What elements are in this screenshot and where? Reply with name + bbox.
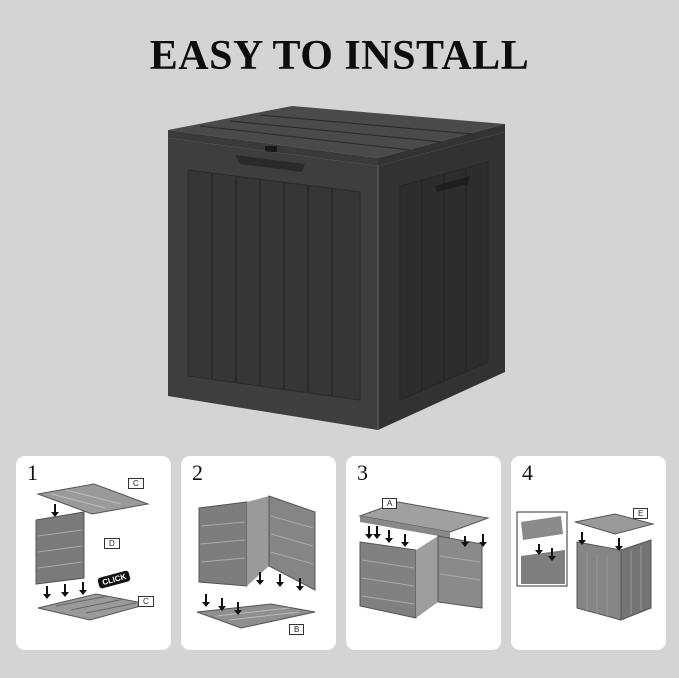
step-panel-3: 3 A: [346, 456, 501, 650]
part-label-e: E: [633, 508, 649, 519]
step-number: 2: [192, 460, 203, 485]
step-number: 1: [27, 460, 38, 485]
part-label-c: C: [138, 596, 154, 607]
step-4-illustration: [516, 511, 655, 621]
step-2-illustration: [196, 495, 316, 629]
step-number: 3: [357, 460, 368, 485]
part-label-a: A: [382, 498, 398, 509]
step-panel-4: 4 E: [511, 456, 666, 650]
part-label-b: B: [289, 624, 305, 635]
page-title: EASY TO INSTALL: [149, 33, 530, 79]
step-panel-1: 1 C D CLICK C: [16, 456, 171, 650]
step-3-illustration: [358, 501, 490, 619]
step-number: 4: [522, 460, 533, 485]
storage-box-image: [168, 106, 505, 430]
part-label-c: C: [128, 478, 144, 489]
step-1-illustration: [35, 483, 150, 621]
part-label-d: D: [104, 538, 120, 549]
step-panel-2: 2 B: [181, 456, 336, 650]
